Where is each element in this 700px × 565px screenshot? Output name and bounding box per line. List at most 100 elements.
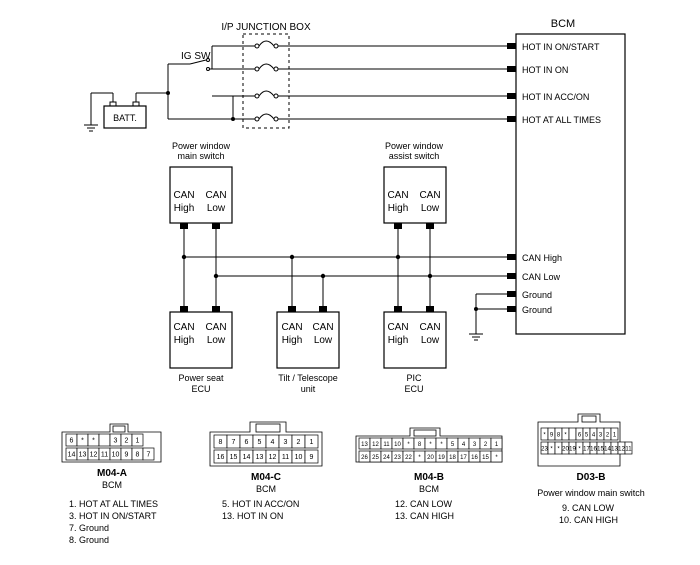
pin-number: 2	[606, 433, 610, 439]
fuse	[254, 90, 279, 99]
ig-sw-label: IG SW	[181, 51, 211, 62]
bcm-pins	[507, 43, 516, 312]
junction-box	[242, 33, 290, 129]
tilt-unit-label: unit	[301, 384, 316, 394]
pin-number: 11	[101, 452, 108, 459]
pin-number: 13	[611, 447, 618, 453]
pin-number: 9	[310, 454, 314, 461]
pin-number: 11	[383, 442, 390, 448]
pin-number: 24	[383, 455, 390, 461]
pin-cell	[98, 433, 111, 447]
fuse	[254, 63, 279, 72]
pin-number: *	[557, 447, 560, 453]
pin-number: 22	[405, 455, 412, 461]
svg-text:High: High	[174, 335, 195, 346]
pin-number: 15	[230, 454, 238, 461]
pin-number: *	[578, 447, 581, 453]
connector-id: M04-B	[414, 472, 444, 483]
pin-number: 13	[256, 454, 264, 461]
pin-number: 19	[438, 455, 445, 461]
seat-ecu-label: Power seat	[178, 373, 224, 383]
pin-number: 25	[372, 455, 379, 461]
bcm-pin-label: Ground	[522, 305, 552, 315]
tilt-unit-box	[276, 311, 340, 369]
svg-text:CAN: CAN	[312, 322, 333, 333]
connector-name: BCM	[419, 484, 439, 494]
svg-text:Low: Low	[314, 335, 333, 346]
pin-number: 8	[219, 439, 223, 446]
seat-ecu-label: ECU	[191, 384, 210, 394]
pin-number: 12	[372, 442, 379, 448]
svg-text:CAN: CAN	[205, 190, 226, 201]
pin-number: 3	[114, 438, 118, 445]
pin-number: 4	[271, 439, 275, 446]
pin-cell	[131, 433, 144, 447]
pin-number: 6	[578, 433, 582, 439]
pin-number: 5	[451, 442, 455, 448]
pin-number: 2	[297, 439, 301, 446]
pin-number: 12	[269, 454, 277, 461]
pin-number: *	[440, 442, 443, 448]
pin-number: *	[543, 433, 546, 439]
pin-number: 5	[258, 439, 262, 446]
connector-id: M04-C	[251, 472, 281, 483]
pin-number: 10	[394, 442, 401, 448]
pin-cell	[568, 427, 577, 441]
svg-text:CAN: CAN	[419, 322, 440, 333]
connector-name: BCM	[102, 480, 122, 490]
pin-number: 10	[112, 452, 120, 459]
pin-number: 13	[79, 452, 87, 459]
pin-number: 2	[125, 438, 129, 445]
pin-desc: 13. CAN HIGH	[395, 511, 454, 521]
battery-label: BATT.	[113, 113, 137, 123]
pin-number: 12	[90, 452, 98, 459]
pin-number: 16	[471, 455, 478, 461]
pin-number: 9	[125, 452, 129, 459]
pic-ecu-label: PIC	[406, 373, 422, 383]
pin-number: 23	[541, 447, 548, 453]
pin-cell	[304, 434, 319, 449]
bcm-pin-label: HOT AT ALL TIMES	[522, 115, 601, 125]
pin-number: 8	[136, 452, 140, 459]
pin-number: *	[429, 442, 432, 448]
bcm-pin-label: HOT IN ON	[522, 65, 568, 75]
pin-number: 26	[361, 455, 368, 461]
bcm-box	[515, 33, 626, 335]
pin-number: 14	[68, 452, 76, 459]
svg-text:High: High	[388, 203, 409, 214]
pin-desc: 10. CAN HIGH	[559, 515, 618, 525]
pin-number: *	[81, 438, 84, 445]
power-wires	[166, 45, 507, 121]
pin-number: 20	[427, 455, 434, 461]
connector-m04-a: M04-A BCM 1. HOT AT ALL TIMES 3. HOT IN …	[61, 423, 162, 545]
svg-text:CAN: CAN	[205, 322, 226, 333]
pin-number: *	[407, 442, 410, 448]
pin-number: 12	[618, 447, 625, 453]
can-bus-wires	[181, 229, 507, 341]
pin-number: 14	[604, 447, 611, 453]
svg-text:Low: Low	[421, 203, 440, 214]
assist-switch-box	[383, 166, 447, 224]
connector-name: BCM	[256, 484, 276, 494]
svg-text:CAN: CAN	[419, 190, 440, 201]
assist-switch-label: Power window	[385, 141, 444, 151]
svg-text:Low: Low	[207, 203, 226, 214]
pin-number: 3	[473, 442, 477, 448]
pin-number: 7	[232, 439, 236, 446]
pic-ecu-box	[383, 311, 447, 369]
main-switch-label: Power window	[172, 141, 231, 151]
pin-number: 3	[284, 439, 288, 446]
pin-number: *	[418, 455, 421, 461]
pin-number: 5	[585, 433, 589, 439]
pin-number: 1	[136, 438, 140, 445]
battery	[84, 92, 168, 132]
connector-m04-c: M04-C BCM 5. HOT IN ACC/ON 13. HOT IN ON…	[209, 421, 323, 521]
